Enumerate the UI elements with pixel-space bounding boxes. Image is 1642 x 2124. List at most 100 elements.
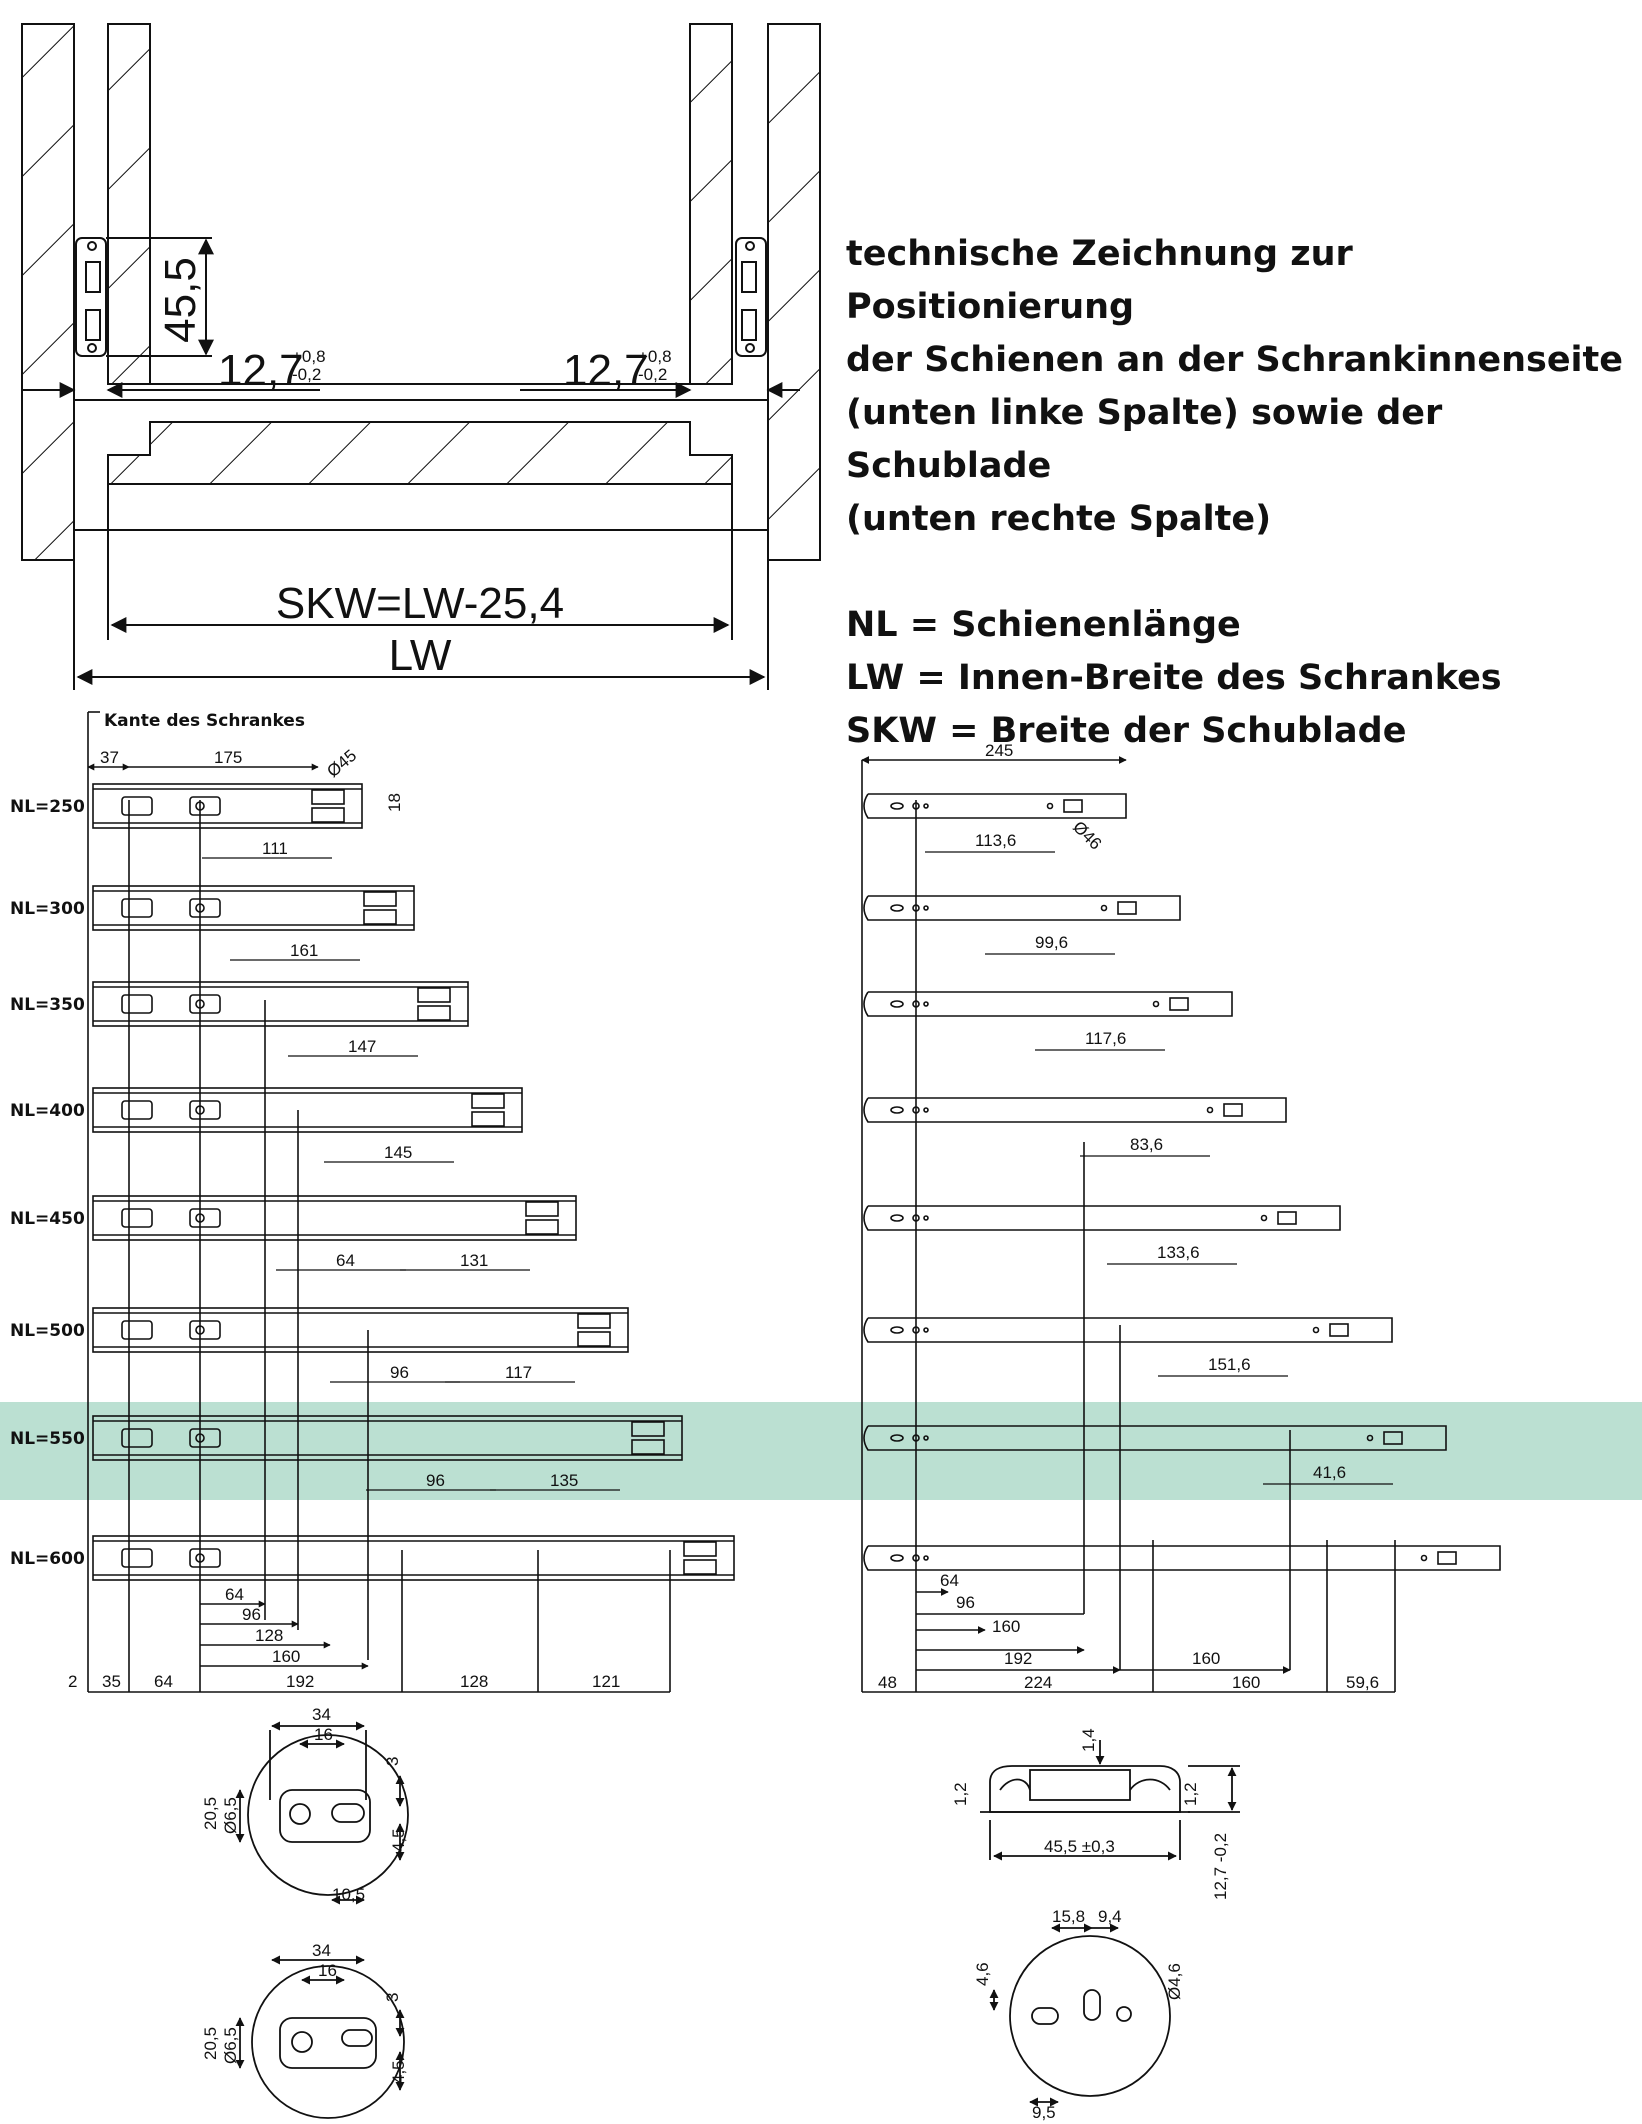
rail-row-label: NL=250 (10, 797, 85, 817)
dr1-width: 45,5 ±0,3 (1044, 1837, 1115, 1856)
detail-left-2 (235, 1955, 405, 2119)
top-dim-175: 175 (214, 748, 242, 767)
rail-slot (189, 1208, 221, 1228)
rail-body (92, 1195, 577, 1241)
rail-body (92, 1087, 523, 1133)
right-gap-label: 12,7 (563, 346, 649, 395)
drawer-row-dim: 83,6 (1130, 1135, 1163, 1154)
rail-row-label: NL=600 (10, 1549, 85, 1569)
drawer-rail-slot (890, 802, 904, 810)
edge-label: Kante des Schrankes (104, 711, 305, 731)
rail-slot (121, 1428, 153, 1448)
bottom-dim-64: 64 (154, 1672, 173, 1691)
dl1-3: 3 (383, 1757, 402, 1766)
right-stack-160a: 160 (992, 1617, 1020, 1636)
rail-row-dim: 96 (390, 1363, 409, 1382)
drawer-rail-hole (923, 905, 929, 911)
left-gap-label: 12,7 (218, 346, 304, 395)
dl2-65: Ø6,5 (221, 2027, 240, 2064)
rail-hole (195, 1433, 205, 1443)
right-rail-row (863, 1545, 1501, 1571)
dr2-158: 15,8 (1052, 1907, 1085, 1926)
left-rail-panel (87, 711, 671, 1692)
right-rail-row (863, 1097, 1287, 1123)
rail-hole (195, 1325, 205, 1335)
rail-bracket (631, 1421, 665, 1437)
legend-line-4: (unten rechte Spalte) (846, 499, 1272, 539)
drawer-rail-body (863, 1097, 1287, 1123)
drawer-row-dim: 99,6 (1035, 933, 1068, 952)
left-rail-row (92, 1087, 523, 1133)
right-top-dim: 245 (985, 741, 1013, 760)
drawer-rail-body (863, 793, 1127, 819)
left-rail-row (92, 885, 415, 931)
left-rails: NL=250111NL=300161NL=350147NL=400145NL=4… (10, 783, 735, 1581)
left-rail-row (92, 1307, 629, 1353)
left-rail-row (92, 981, 469, 1027)
rail-slot (189, 994, 221, 1014)
rail-bracket (631, 1439, 665, 1455)
rail-row-dim: 161 (290, 941, 318, 960)
rail-row-label: NL=500 (10, 1321, 85, 1341)
drawer-rail-body (863, 1425, 1447, 1451)
rail-row-dim: 131 (460, 1251, 488, 1270)
drawer-rail-window (1223, 1103, 1243, 1117)
rail-slot (121, 1100, 153, 1120)
rail-hole (195, 903, 205, 913)
drawer-rail-hole (912, 802, 920, 810)
height-dim-label: 45,5 (156, 257, 205, 343)
left-rail-row (92, 1195, 577, 1241)
left-rail-row (92, 1535, 735, 1581)
dr2-95: 9,5 (1032, 2103, 1056, 2122)
drawer-rail-window (1277, 1211, 1297, 1225)
right-stack-160b: 160 (1192, 1649, 1220, 1668)
right-inner-wall (689, 23, 733, 385)
dl2-3: 3 (383, 1993, 402, 2002)
rail-row-label: NL=300 (10, 899, 85, 919)
rail-slot (189, 1548, 221, 1568)
stack-dim-96: 96 (242, 1605, 261, 1624)
left-tol-minus: -0,2 (292, 365, 321, 384)
dl2-205: 20,5 (201, 2027, 220, 2060)
detail-right-1 (980, 1740, 1240, 1861)
drawer-rail-slot (890, 1214, 904, 1222)
drawer-rail-window (1383, 1431, 1403, 1445)
right-diameter: Ø46 (1069, 817, 1105, 853)
rail-bracket (683, 1541, 717, 1557)
bottom-dim-121: 121 (592, 1672, 620, 1691)
rail-bracket (525, 1201, 559, 1217)
rail-bracket (311, 789, 345, 805)
right-rail-row (863, 1317, 1393, 1343)
rail-hole (195, 1553, 205, 1563)
drawer-rail-hole (1366, 1434, 1374, 1442)
inner-width-label: LW (389, 631, 452, 680)
drawer-rail-slot (890, 1000, 904, 1008)
rail-bracket (417, 987, 451, 1003)
right-stack-192: 192 (1004, 1649, 1032, 1668)
right-outer-wall (767, 23, 821, 561)
rail-row-label: NL=450 (10, 1209, 85, 1229)
rail-slot (189, 1320, 221, 1340)
rail-body (92, 783, 363, 829)
dl1-105: 10,5 (332, 1885, 365, 1904)
rail-slot (189, 796, 221, 816)
drawer-rail-hole (923, 1215, 929, 1221)
drawer-rail-hole (1312, 1326, 1320, 1334)
stack-dim-64: 64 (225, 1585, 244, 1604)
right-stack-64: 64 (940, 1571, 959, 1590)
dl1-34: 34 (312, 1705, 331, 1724)
rail-row-dim: 117 (505, 1363, 532, 1382)
rail-slot (121, 1208, 153, 1228)
dl2-45: 4,5 (389, 2060, 408, 2084)
dr1-l12: 1,2 (951, 1782, 970, 1806)
dl1-16: 16 (314, 1725, 333, 1744)
dr2-46: 4,6 (973, 1962, 992, 1986)
drawer-rail-slot (890, 1554, 904, 1562)
dl1-45: 4,5 (389, 1828, 408, 1852)
dl1-65: Ø6,5 (221, 1797, 240, 1834)
drawer-rail-window (1063, 799, 1083, 813)
right-tol-plus: +0,8 (638, 347, 672, 366)
rail-row-dim: 145 (384, 1143, 412, 1162)
drawer-rail-slot (890, 904, 904, 912)
rail-row-dim: 135 (550, 1471, 578, 1490)
